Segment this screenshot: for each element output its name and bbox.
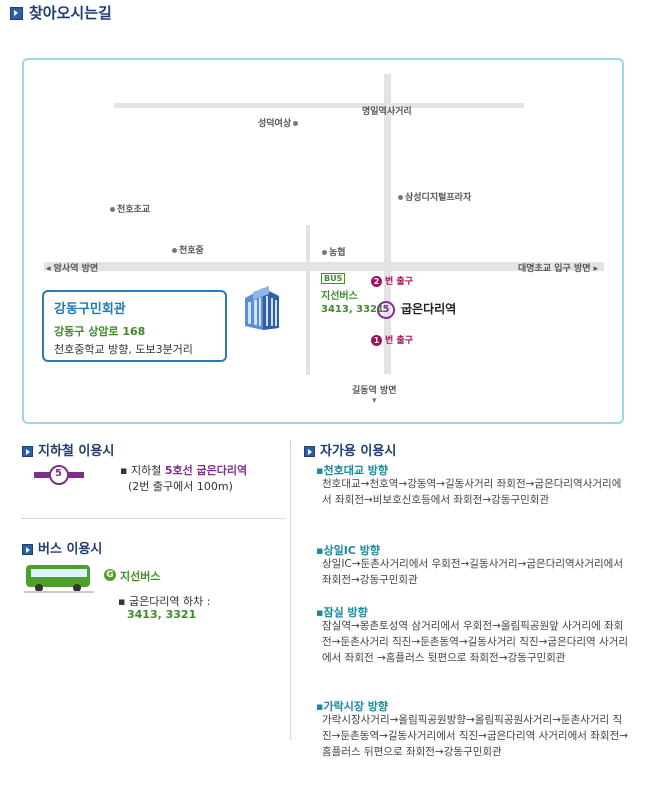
subway-line-5-icon: 5 [377, 300, 395, 319]
route-title-cheonho: ▪천호대교 방향 [316, 464, 389, 477]
exit-number-icon: 1 [371, 335, 382, 346]
marker-dot-icon [110, 207, 115, 212]
road-vertical-main [384, 74, 391, 374]
destination-direction: 천호중학교 방향, 도보3분거리 [54, 343, 193, 356]
bus-section-title: 버스 이용시 [22, 538, 102, 557]
label-cheonho-mid: 천호중 [170, 243, 204, 256]
bus-icon [24, 565, 94, 593]
route-title-jamsil: ▪잠실 방향 [316, 606, 368, 619]
bullet-icon [22, 544, 33, 555]
map-bus-numbers: 3413, 3321 [321, 304, 384, 315]
label-amsa: ◂ 암사역 방면 [46, 264, 99, 274]
bus-numbers: 3413, 3321 [127, 608, 197, 621]
label-cheonho-elem: 천호초교 [108, 202, 150, 215]
road-horizontal-main [44, 262, 604, 271]
car-section-title: 자가용 이용시 [304, 440, 396, 459]
subway-line-icon [34, 465, 84, 485]
destination-info-box: 강동구민회관 강동구 상암로 168 천호중학교 방향, 도보3분거리 [42, 290, 227, 362]
location-map: 명일역사거리 성덕여상 삼성디지털프라자 천호초교 천호중 농협 ◂ 암사역 방… [22, 58, 624, 424]
label-gildong: 길동역 방면▾ [352, 386, 397, 406]
bus-stop: ▪ 굽은다리역 하차 : [118, 595, 211, 608]
column-divider [290, 440, 291, 740]
bus-type: 지선버스 [120, 570, 161, 583]
bullet-icon [304, 446, 315, 457]
road-horizontal-top [114, 103, 524, 108]
bus-tag: BUS [321, 273, 346, 284]
label-myeongil: 명일역사거리 [362, 107, 412, 117]
route-title-sangil: ▪상일IC 방향 [316, 544, 380, 557]
subway-line-info: ▪ 지하철 5호선 굽은다리역 [120, 464, 248, 477]
road-vertical-side [306, 225, 310, 375]
route-text-cheonho: 천호대교→천호역→강동역→길동사거리 좌회전→굽은다리역사거리에서 좌회전→비보… [322, 478, 622, 506]
subway-note: (2번 출구에서 100m) [128, 480, 233, 493]
branch-bus-badge-icon: G [104, 569, 116, 581]
map-bus-type: 지선버스 [321, 291, 358, 302]
route-text-garak: 가락시장사거리→올림픽공원방향→올림픽공원사거리→둔촌사거리 직진→둔촌동역→길… [322, 714, 629, 758]
destination-address: 강동구 상암로 168 [54, 325, 146, 338]
label-seongdeok: 성덕여상 [258, 116, 300, 129]
marker-dot-icon [398, 195, 403, 200]
marker-dot-icon [172, 248, 177, 253]
marker-dot-icon [322, 250, 327, 255]
marker-dot-icon [293, 121, 299, 126]
label-nonghyup: 농협 [320, 245, 346, 258]
subway-section-title: 지하철 이용시 [22, 440, 114, 459]
label-daemyeong: 대명초교 입구 방면 ▸ [518, 264, 599, 274]
label-samsung: 삼성디지털프라자 [396, 190, 471, 203]
page-title-text: 찾아오시는길 [29, 4, 112, 22]
route-text-sangil: 상일IC→둔촌사거리에서 우회전→길동사거리→굽은다리역사거리에서 좌회전→강동… [322, 558, 623, 586]
route-title-garak: ▪가락시장 방향 [316, 700, 389, 713]
page-title: 찾아오시는길 [10, 2, 112, 23]
subway-line-num: 5 [55, 468, 62, 479]
destination-name: 강동구민회관 [54, 302, 126, 317]
bullet-icon [22, 446, 33, 457]
section-divider [22, 518, 284, 519]
building-icon [245, 286, 279, 330]
bullet-icon [10, 7, 23, 20]
exit-number-icon: 2 [371, 276, 382, 287]
route-text-jamsil: 잠실역→몽촌토성역 삼거리에서 우회전→올림픽공원앞 사거리에 좌회전→둔촌사거… [322, 620, 629, 664]
map-bus-info: 지선버스 3413, 3321 [321, 290, 384, 316]
